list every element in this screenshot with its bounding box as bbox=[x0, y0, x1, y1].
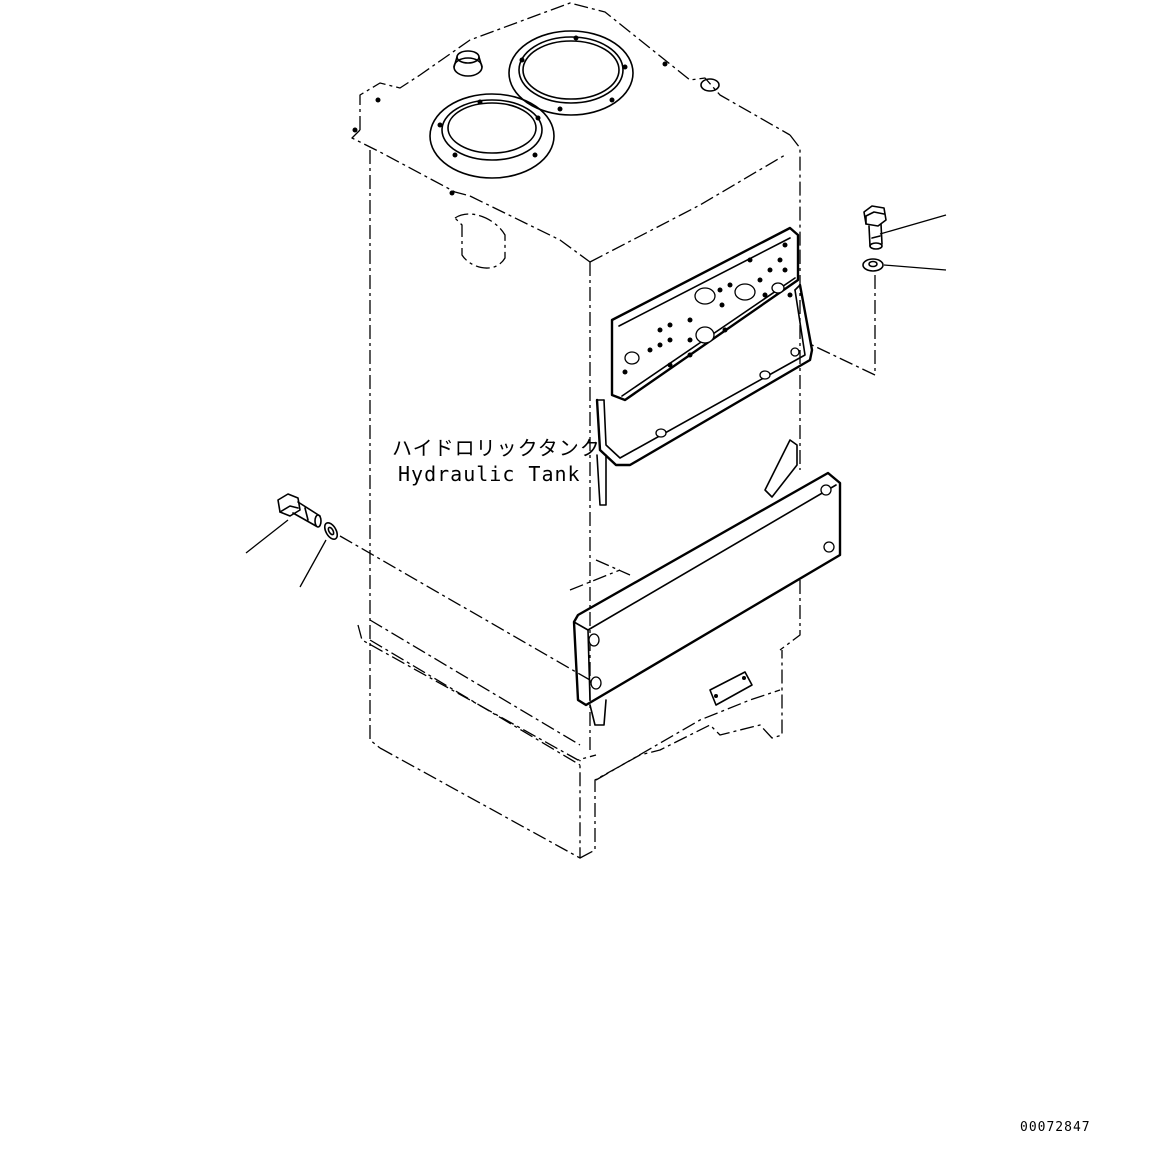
tank-top-ports bbox=[352, 30, 720, 196]
hex-bolt-left bbox=[277, 493, 322, 528]
hex-bolt-right bbox=[863, 205, 887, 250]
washer-left bbox=[323, 522, 339, 540]
hydraulic-tank-outline bbox=[351, 2, 801, 859]
tank-label-japanese: ハイドロリックタンク bbox=[392, 436, 601, 460]
plate-bolt-holes bbox=[622, 242, 793, 375]
leader-lines bbox=[245, 214, 947, 681]
tank-label-english: Hydraulic Tank bbox=[398, 462, 581, 486]
drawing-number: 00072847 bbox=[1020, 1120, 1091, 1135]
washer-right bbox=[862, 258, 884, 272]
lower-bracket bbox=[572, 471, 842, 726]
upper-bracket bbox=[595, 283, 814, 506]
valve-mounting-plate bbox=[610, 226, 800, 402]
